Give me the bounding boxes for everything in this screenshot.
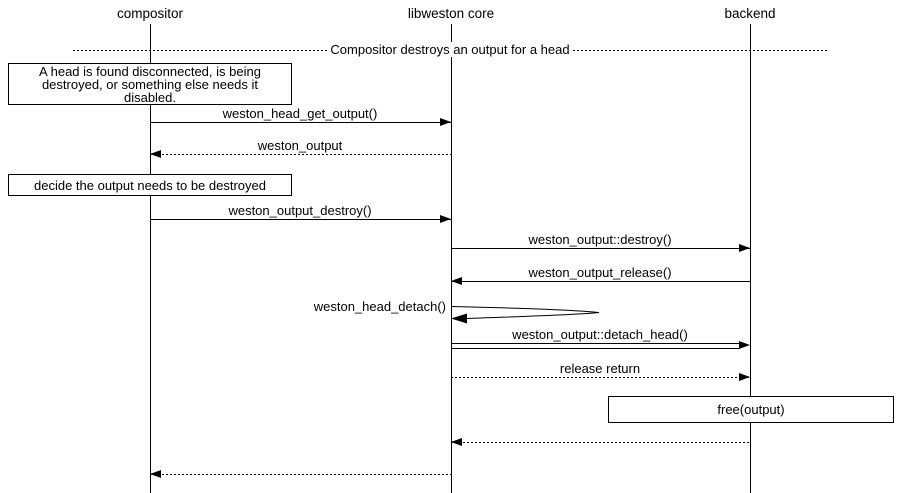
message-label-weston-output: weston_output bbox=[257, 138, 343, 153]
arrowhead-right-icon bbox=[739, 341, 750, 349]
arrowhead-right-icon bbox=[440, 118, 451, 126]
message-line-return-core bbox=[150, 474, 451, 475]
message-line-release-return bbox=[451, 377, 750, 378]
message-label-head-detach: weston_head_detach() bbox=[313, 299, 446, 314]
message-label-output-destroy: weston_output_destroy() bbox=[228, 203, 372, 218]
arrowhead-right-icon bbox=[739, 244, 750, 252]
arrowhead-left-icon bbox=[451, 277, 462, 285]
lifeline-backend bbox=[750, 24, 751, 493]
message-line-head-get-output bbox=[150, 122, 451, 123]
message-line-output-destroy bbox=[150, 219, 451, 220]
self-message-loop-icon bbox=[450, 306, 600, 324]
actor-compositor: compositor bbox=[116, 6, 184, 21]
arrowhead-left-icon bbox=[451, 438, 462, 446]
divider-title: Compositor destroys an output for a head bbox=[327, 42, 573, 57]
message-label-output-destroy-vfunc: weston_output::destroy() bbox=[528, 232, 672, 247]
arrowhead-left-icon bbox=[150, 470, 161, 478]
lifeline-compositor bbox=[150, 24, 151, 493]
note-text: free(output) bbox=[717, 402, 785, 417]
arrowhead-right-icon bbox=[440, 215, 451, 223]
arrowhead-right-icon bbox=[739, 373, 750, 381]
note-decide-destroy: decide the output needs to be destroyed bbox=[8, 174, 292, 196]
actor-libweston-core: libweston core bbox=[407, 6, 495, 21]
arrowhead-left-icon bbox=[150, 150, 161, 158]
message-label-head-get-output: weston_head_get_output() bbox=[222, 106, 378, 121]
message-line-output-release bbox=[451, 281, 750, 282]
message-line-output-destroy-vfunc bbox=[451, 248, 750, 249]
message-line-return-backend bbox=[451, 442, 750, 443]
message-label-detach-head-vfunc: weston_output::detach_head() bbox=[512, 327, 688, 342]
note-line: A head is found disconnected, is being bbox=[39, 64, 261, 79]
message-line-weston-output bbox=[150, 154, 451, 155]
message-line-detach-head-vfunc bbox=[451, 343, 739, 349]
note-head-disconnected: A head is found disconnected, is being d… bbox=[8, 63, 292, 105]
lifeline-libweston-core bbox=[451, 24, 452, 493]
note-free-output: free(output) bbox=[608, 396, 894, 423]
note-line: disabled. bbox=[123, 90, 177, 105]
message-label-release-return: release return bbox=[559, 361, 641, 376]
actor-backend: backend bbox=[724, 6, 776, 21]
message-label-output-release: weston_output_release() bbox=[528, 265, 672, 280]
note-text: decide the output needs to be destroyed bbox=[33, 177, 266, 193]
note-line: destroyed, or something else needs it bbox=[41, 77, 259, 92]
